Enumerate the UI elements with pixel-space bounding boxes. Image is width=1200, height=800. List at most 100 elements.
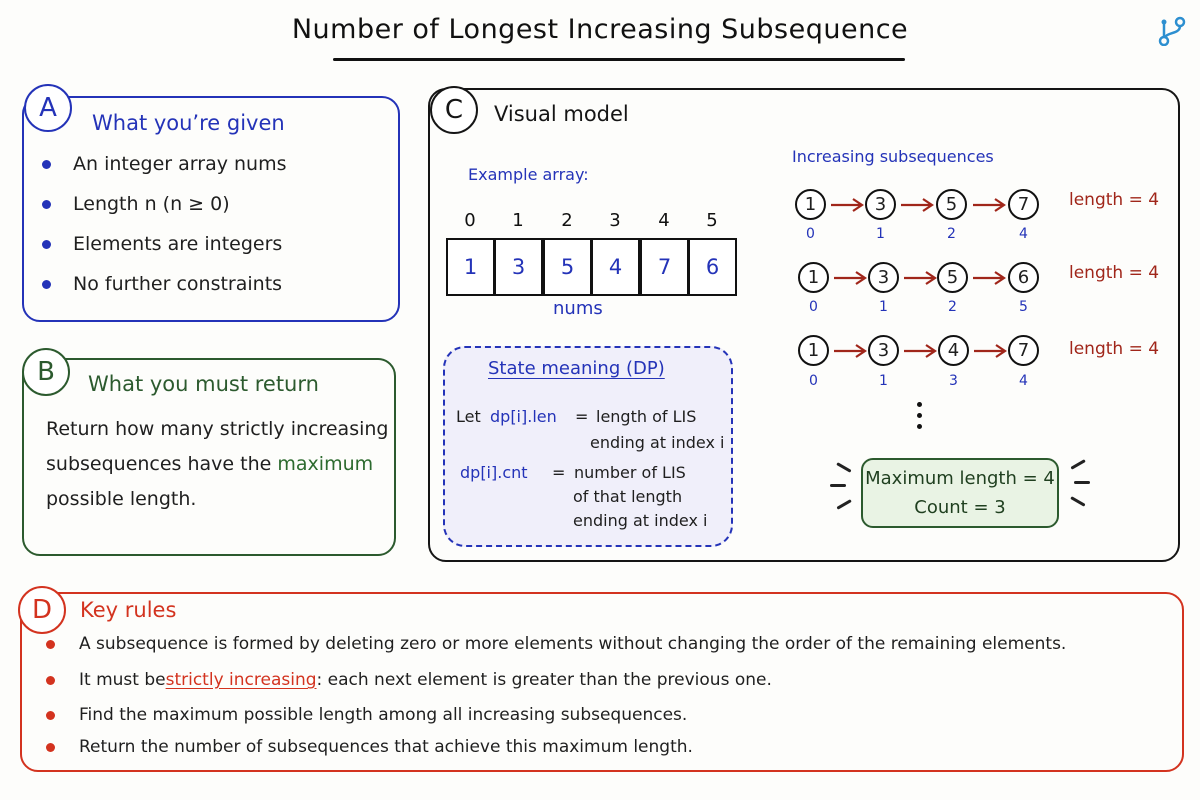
visual-model-panel — [428, 88, 1180, 562]
array-index: 2 — [561, 210, 573, 231]
dp-len-equals: = — [575, 407, 589, 426]
key-rules-heading: Key rules — [80, 598, 177, 622]
bullet-dot — [46, 639, 55, 649]
ellipsis-dot — [917, 402, 922, 407]
dp-len-desc: length of LIS — [596, 407, 697, 426]
arrow-right-icon — [834, 271, 867, 285]
sequence-node: 6 — [1008, 262, 1039, 293]
array-cell: 4 — [591, 238, 640, 296]
rule-item: Return the number of subsequences that a… — [46, 737, 693, 757]
sequence-node: 3 — [868, 262, 899, 293]
node-index: 3 — [949, 373, 958, 389]
page-title: Number of Longest Increasing Subsequence — [291, 14, 909, 45]
sequence-node: 7 — [1008, 335, 1039, 366]
panel-b-badge: B — [22, 348, 70, 396]
bullet-dot — [42, 239, 51, 249]
rule-text-part: It must be — [79, 670, 166, 690]
array-index: 1 — [512, 210, 524, 231]
dp-cnt-desc: number of LIS — [574, 463, 686, 482]
return-heading: What you must return — [88, 372, 319, 396]
panel-a-badge: A — [24, 84, 72, 132]
panel-c-badge: C — [430, 86, 478, 134]
given-heading: What you’re given — [92, 111, 285, 135]
array-index: 5 — [706, 210, 718, 231]
subsequences-title: Increasing subsequences — [792, 147, 994, 166]
ellipsis-dot — [917, 424, 922, 429]
bullet-dot — [42, 279, 51, 289]
return-text-line: subsequences have the maximum — [46, 453, 373, 475]
arrow-right-icon — [901, 198, 934, 212]
sequence-node: 1 — [795, 189, 826, 220]
given-item: An integer array nums — [42, 153, 287, 175]
rule-item: Find the maximum possible length among a… — [46, 705, 687, 725]
given-item-text: No further constraints — [73, 273, 283, 295]
branch-icon — [1158, 16, 1186, 46]
given-item-text: An integer array nums — [73, 153, 287, 175]
title-underline — [333, 58, 905, 61]
rule-text: A subsequence is formed by deleting zero… — [79, 634, 1067, 654]
strictly-increasing-highlight: strictly increasing — [165, 670, 317, 690]
visual-model-heading: Visual model — [494, 102, 629, 126]
dp-let-word: Let — [456, 407, 481, 426]
emphasis-stroke — [1074, 481, 1090, 484]
return-text-line: possible length. — [46, 488, 197, 510]
given-item-text: Elements are integers — [73, 233, 283, 255]
return-text-line: Return how many strictly increasing — [46, 418, 389, 440]
array-name: nums — [553, 298, 603, 319]
given-item: Length n (n ≥ 0) — [42, 193, 230, 215]
return-panel — [22, 358, 396, 556]
node-index: 1 — [879, 299, 888, 315]
example-array-label: Example array: — [468, 165, 589, 184]
summary-box: Maximum length = 4 Count = 3 — [861, 458, 1059, 528]
node-index: 4 — [1019, 373, 1028, 389]
state-meaning-title: State meaning (DP) — [488, 358, 665, 379]
arrow-right-icon — [974, 344, 1007, 358]
dp-cnt-variable: dp[i].cnt — [460, 463, 528, 482]
emphasis-stroke — [830, 484, 846, 487]
key-rules-panel — [20, 592, 1184, 772]
bullet-dot — [46, 710, 55, 720]
node-index: 1 — [876, 226, 885, 242]
sequence-node: 5 — [937, 262, 968, 293]
sequence-node: 3 — [868, 335, 899, 366]
length-label: length = 4 — [1069, 339, 1160, 359]
arrow-right-icon — [834, 344, 867, 358]
node-index: 0 — [809, 299, 818, 315]
sequence-node: 5 — [936, 189, 967, 220]
node-index: 2 — [948, 299, 957, 315]
array-cell: 6 — [688, 238, 737, 296]
bullet-dot — [42, 159, 51, 169]
node-index: 2 — [947, 226, 956, 242]
rule-item: It must be strictly increasing: each nex… — [46, 670, 772, 690]
rule-item: A subsequence is formed by deleting zero… — [46, 634, 1066, 654]
rule-text: Return the number of subsequences that a… — [79, 737, 693, 757]
given-item-text: Length n (n ≥ 0) — [73, 193, 230, 215]
dp-cnt-desc: ending at index i — [573, 511, 708, 530]
array-cell: 1 — [446, 238, 495, 296]
ellipsis-dot — [917, 413, 922, 418]
length-label: length = 4 — [1069, 190, 1160, 210]
dp-cnt-equals: = — [552, 463, 566, 482]
sequence-node: 1 — [798, 335, 829, 366]
arrow-right-icon — [904, 344, 937, 358]
count-text: Count = 3 — [914, 497, 1006, 518]
rule-text-part: : each next element is greater than the … — [316, 670, 772, 690]
bullet-dot — [46, 675, 55, 685]
array-index: 3 — [609, 210, 621, 231]
node-index: 0 — [806, 226, 815, 242]
array-cell: 5 — [543, 238, 592, 296]
node-index: 4 — [1019, 226, 1028, 242]
arrow-right-icon — [973, 198, 1006, 212]
rule-text: Find the maximum possible length among a… — [79, 705, 688, 725]
sequence-node: 1 — [798, 262, 829, 293]
length-label: length = 4 — [1069, 263, 1160, 283]
dp-len-desc: ending at index i — [590, 433, 725, 452]
array-index: 4 — [658, 210, 670, 231]
maximum-highlight: maximum — [277, 453, 374, 475]
return-text-part: subsequences have the — [46, 453, 278, 475]
dp-len-variable: dp[i].len — [490, 407, 557, 426]
sequence-node: 7 — [1008, 189, 1039, 220]
arrow-right-icon — [973, 271, 1006, 285]
sequence-node: 3 — [865, 189, 896, 220]
bullet-dot — [46, 742, 55, 752]
